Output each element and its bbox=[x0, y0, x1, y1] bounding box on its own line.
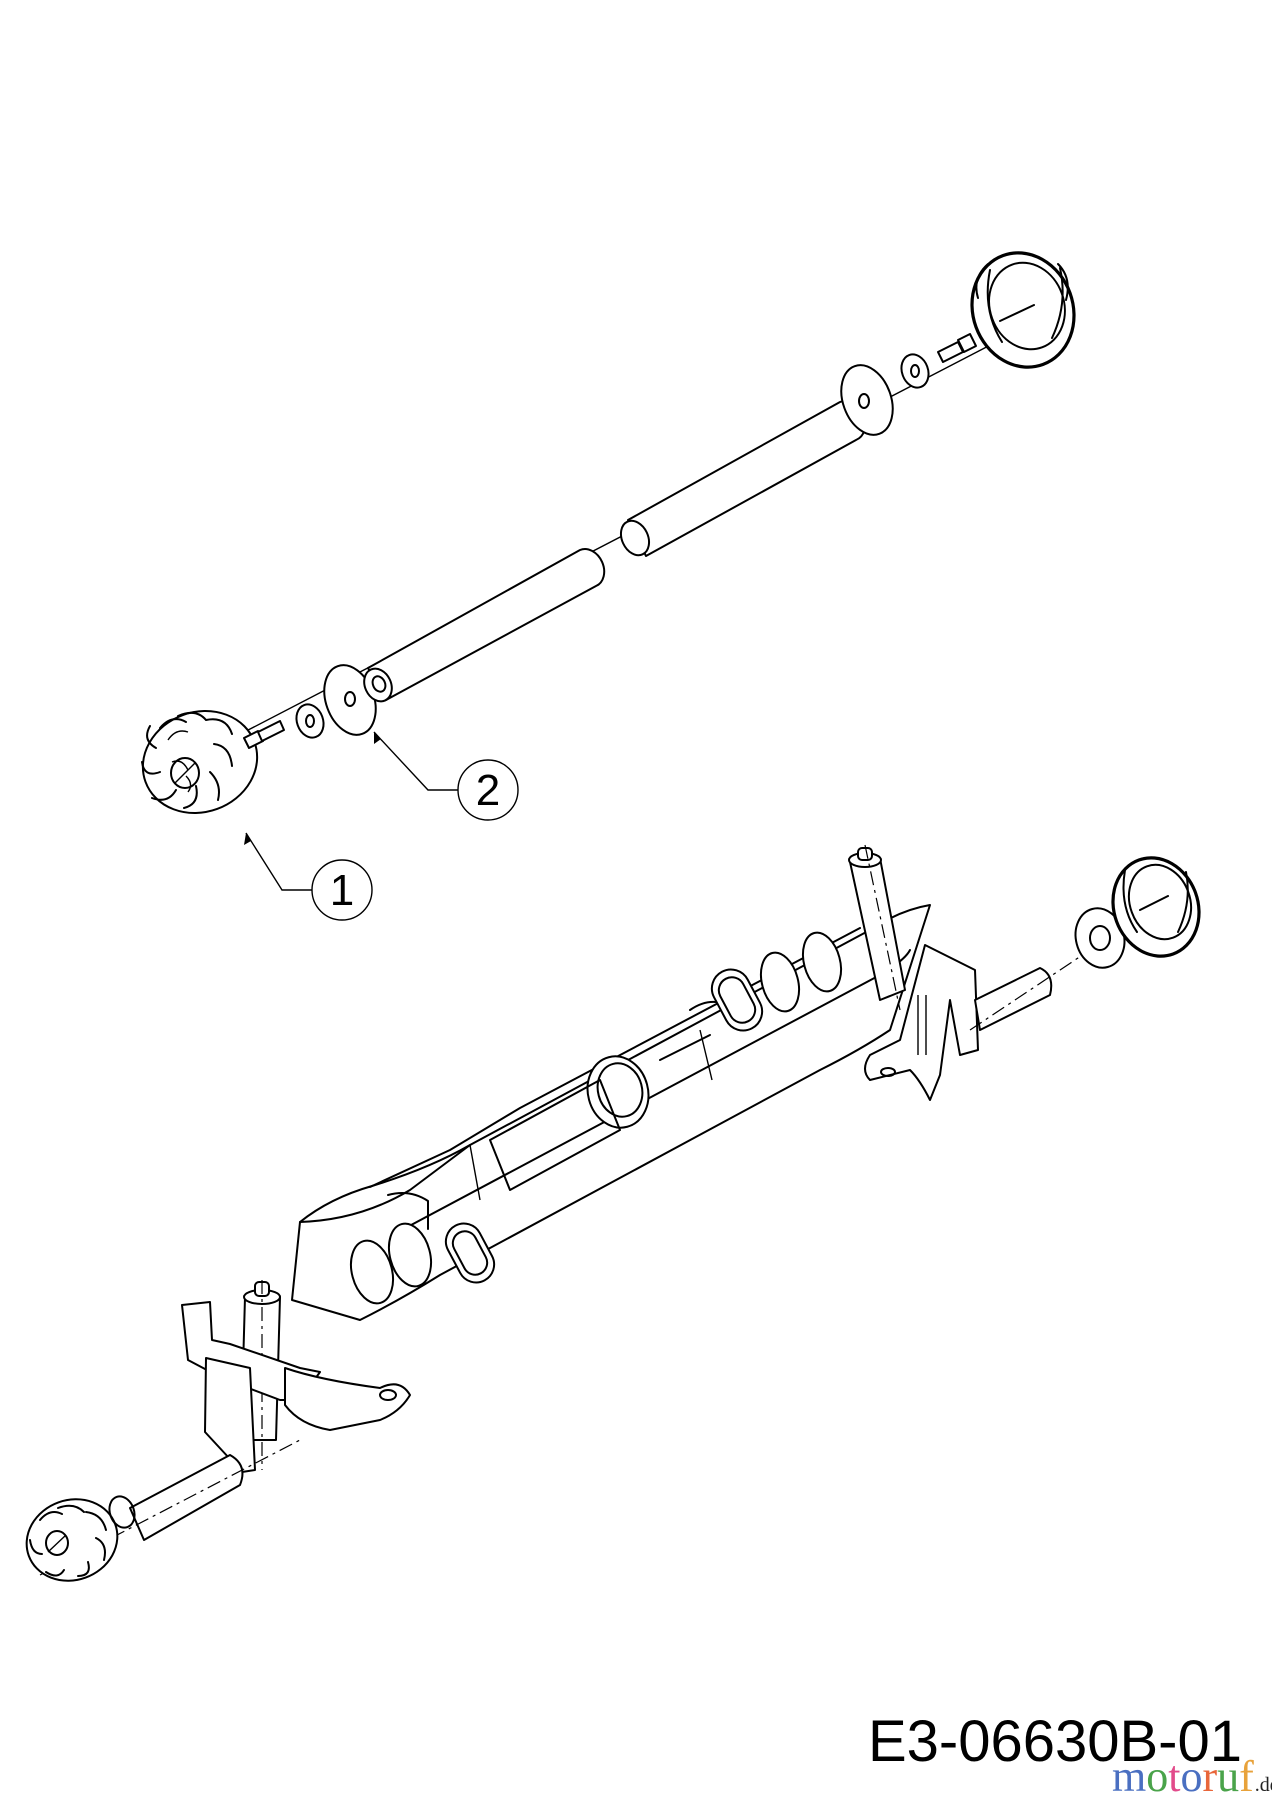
small-washer-upper-left bbox=[295, 703, 325, 739]
callout-number: 1 bbox=[330, 866, 354, 915]
watermark-letter: o bbox=[1180, 1752, 1203, 1801]
motoruf-watermark: motoruf.de bbox=[1112, 1755, 1272, 1807]
front-axle-beam bbox=[291, 904, 931, 1321]
callout-2: 2 bbox=[373, 731, 519, 821]
watermark-letter: f bbox=[1239, 1752, 1254, 1801]
bolt-upper-right bbox=[937, 333, 977, 363]
watermark-suffix: .de bbox=[1254, 1774, 1272, 1796]
callout-number: 2 bbox=[476, 766, 500, 815]
axle-tube-upper-right bbox=[619, 400, 867, 557]
hubcap-upper-right bbox=[970, 251, 1076, 369]
upper-axle-assembly bbox=[128, 251, 1076, 829]
left-spindle bbox=[39, 1280, 411, 1576]
drawing-id: E3-06630B-01 bbox=[867, 1709, 1242, 1774]
watermark-letter: u bbox=[1217, 1752, 1240, 1801]
watermark-letter: m bbox=[1112, 1752, 1147, 1801]
watermark-letter: o bbox=[1146, 1752, 1169, 1801]
callout-1: 1 bbox=[244, 832, 373, 921]
watermark-letter: t bbox=[1168, 1752, 1181, 1801]
watermark-letter: r bbox=[1202, 1752, 1218, 1801]
large-washer-upper-right bbox=[840, 364, 894, 436]
right-spindle bbox=[848, 844, 1091, 1101]
hubcap-lower-left bbox=[25, 1495, 136, 1582]
hubcap-lower-right bbox=[1111, 856, 1201, 958]
axle-tube-upper-left bbox=[363, 548, 606, 703]
hubcap-upper-left[interactable] bbox=[128, 695, 285, 829]
small-washer-upper-right bbox=[900, 353, 930, 389]
